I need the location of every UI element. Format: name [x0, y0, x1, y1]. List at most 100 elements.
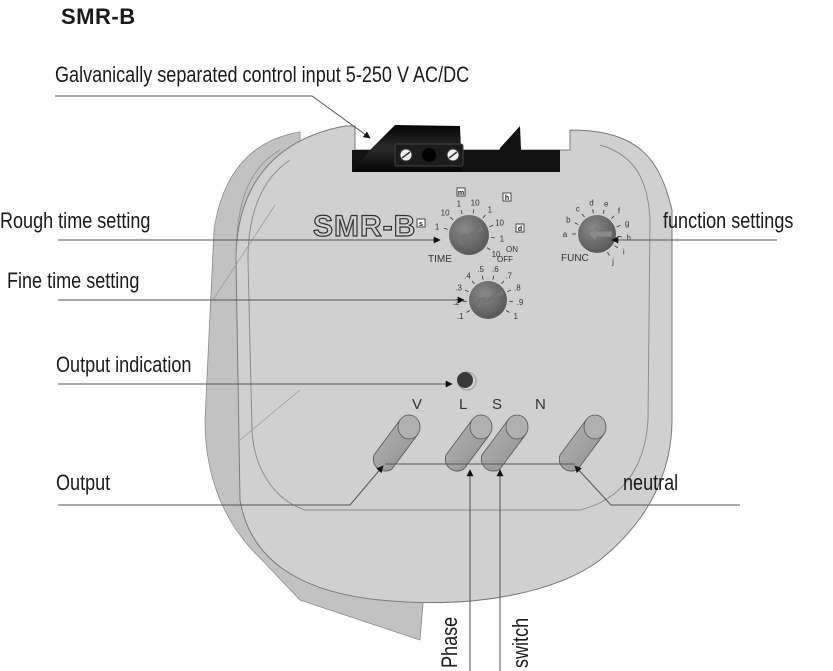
terminal-label-v: V [412, 396, 422, 413]
fine-dial-scale-label: .2 [453, 298, 460, 307]
time-dial-scale-label: 10 [495, 219, 504, 228]
func-dial-scale-label: g [625, 219, 629, 228]
time-dial-tick [489, 224, 494, 228]
func-dial-label: FUNC [561, 253, 589, 264]
func-dial-tick [614, 245, 619, 249]
time-dial-tick [449, 216, 454, 221]
label-output: Output [56, 470, 111, 495]
time-dial-tick [460, 210, 463, 215]
label-control-input: Galvanically separated control input 5-2… [55, 62, 470, 87]
func-dial-scale-label: c [576, 204, 580, 213]
fine-dial-scale-label: .9 [517, 298, 524, 307]
fine-dial-scale-label: .6 [492, 265, 499, 274]
func-dial-tick [611, 215, 615, 219]
housing-contour-outer [235, 149, 281, 261]
fine-dial-scale-label: .4 [464, 271, 471, 280]
housing-contour [247, 144, 651, 511]
func-dial-tick [592, 209, 594, 214]
func-dial-scale-label: j [611, 258, 614, 267]
terminal-n[interactable] [558, 414, 607, 472]
fine-dial-tick [501, 280, 505, 285]
func-dial-scale-label: e [604, 199, 609, 208]
label-phase: Phase [437, 616, 462, 668]
leader-lines [55, 95, 777, 671]
leader-control-input [55, 95, 371, 139]
time-dial-scale-label: 10 [492, 250, 501, 259]
terminal-v[interactable] [372, 414, 421, 472]
fine-dial-tick [505, 310, 510, 313]
control-input-connector [352, 125, 560, 172]
time-dial-tick [443, 227, 448, 230]
time-dial-scale-label: 1 [500, 235, 505, 244]
func-dial-tick [602, 209, 605, 214]
func-dial-tick [574, 222, 579, 225]
func-dial-tick [616, 225, 621, 228]
fine-dial-tick [464, 289, 469, 293]
label-rough-time: Rough time setting [0, 208, 151, 233]
fine-dial-tick [492, 275, 495, 280]
time-dial-label: TIME [428, 254, 452, 265]
label-function-settings: function settings [663, 208, 794, 233]
time-dial-off-label: OFF [497, 255, 513, 264]
func-dial-pointer-icon [587, 226, 613, 242]
fine-dial-pointer-icon [476, 289, 505, 310]
time-range-marker: s [419, 221, 423, 228]
time-dial-scale-label: 10 [441, 208, 450, 217]
fine-dial-tick [481, 275, 484, 280]
time-range-marker: m [458, 190, 464, 197]
time-range-box [456, 187, 466, 197]
time-dial-scale-label: 1 [488, 205, 493, 214]
label-fine-time: Fine time setting [7, 268, 140, 293]
func-dial-scale-label: i [623, 248, 625, 257]
time-range-box [515, 223, 525, 233]
time-range-marker: h [505, 195, 509, 202]
terminal-l[interactable] [444, 414, 493, 472]
func-dial-scale-label: b [566, 216, 571, 225]
func-dial-scale-label: a [563, 230, 568, 239]
func-dial-scale-label: f [618, 207, 621, 216]
output-led [457, 371, 477, 391]
fine-dial-scale-label: .3 [455, 283, 462, 292]
time-dial-on-label: ON [506, 245, 518, 254]
time-dial-tick [472, 209, 475, 214]
func-dial-scale-label: h [627, 234, 631, 243]
terminal-s-end [505, 414, 529, 440]
fine-dial-scale-label: .5 [477, 265, 484, 274]
fine-time-dial[interactable]: .1 .2 .3.4 .5 .6 .7.8 .9 1 [453, 265, 524, 321]
func-dial-scale-label: d [589, 198, 593, 207]
fine-dial-tick [507, 289, 512, 293]
terminal-label-l: L [459, 396, 467, 413]
housing-edge-line [212, 204, 276, 301]
time-dial-scale-label: 1 [435, 222, 440, 231]
label-neutral: neutral [623, 470, 679, 495]
time-dial-tick [482, 214, 486, 219]
page-title: SMR-B [61, 4, 136, 29]
label-switch: switch [508, 617, 533, 668]
label-output-indication: Output indication [56, 352, 192, 377]
func-dial-tick [581, 213, 585, 218]
device-model-print: SMR-B [313, 210, 416, 243]
fine-dial-scale-label: .8 [514, 283, 521, 292]
terminal-n-end [583, 414, 607, 440]
time-dial-tick [486, 247, 491, 251]
time-range-box [502, 192, 512, 202]
leader-neutral [574, 465, 740, 506]
fine-dial-scale-label: .7 [505, 271, 512, 280]
time-range-box [416, 218, 426, 228]
fine-dial-scale-label: 1 [513, 312, 518, 321]
terminal-label-n: N [535, 396, 546, 413]
terminal-v-end [397, 414, 421, 440]
leader-output [58, 465, 384, 506]
fine-dial-tick [471, 280, 475, 285]
time-dial-scale-label: 1 [457, 200, 462, 209]
time-dial-pointer-icon [457, 225, 485, 247]
fine-dial-tick [466, 310, 471, 313]
fine-dial-scale-label: .1 [457, 312, 464, 321]
terminal-s[interactable] [480, 414, 529, 472]
connector-hole [422, 148, 436, 162]
housing-body [235, 125, 673, 604]
